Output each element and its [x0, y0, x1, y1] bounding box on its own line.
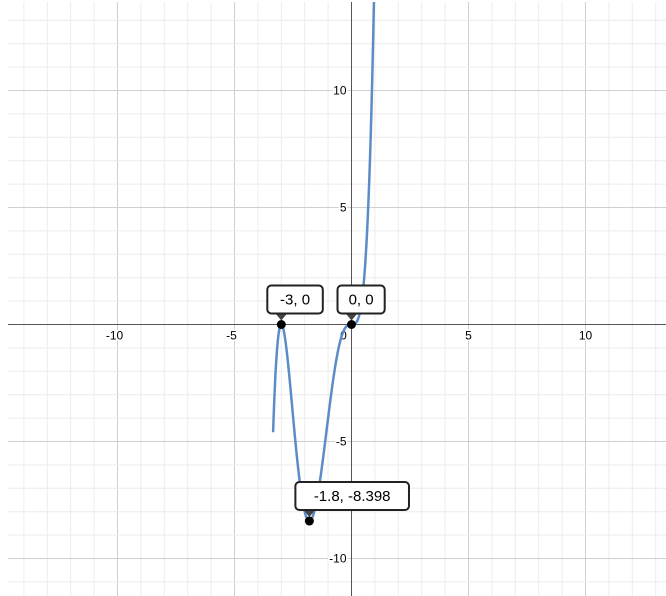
point-label-text: -1.8, -8.398: [314, 488, 391, 505]
point-marker: [276, 320, 286, 329]
x-tick-label: -10: [106, 329, 124, 343]
label-pointer: [346, 314, 357, 321]
point-label-text: -3, 0: [280, 292, 310, 309]
y-tick-label: 10: [333, 84, 347, 98]
point-marker: [347, 320, 356, 329]
point-label[interactable]: 0, 0: [336, 284, 386, 330]
label-pointer: [304, 511, 315, 518]
point-label-text: 0, 0: [349, 292, 374, 309]
point-label[interactable]: -3, 0: [266, 284, 324, 330]
point-marker: [304, 516, 314, 526]
y-tick-label: 5: [340, 201, 347, 215]
label-box: [266, 284, 324, 315]
point-label[interactable]: -1.8, -8.398: [294, 481, 410, 526]
x-tick-label: 0: [340, 329, 347, 343]
label-box: [336, 284, 386, 315]
x-tick-label: -5: [226, 329, 237, 343]
x-tick-label: 5: [465, 329, 472, 343]
y-tick-label: -10: [329, 552, 347, 566]
label-pointer: [276, 314, 287, 321]
x-tick-label: 10: [579, 329, 593, 343]
y-tick-label: -5: [336, 435, 347, 449]
label-box: [294, 481, 410, 512]
function-curve: [271, 2, 376, 523]
